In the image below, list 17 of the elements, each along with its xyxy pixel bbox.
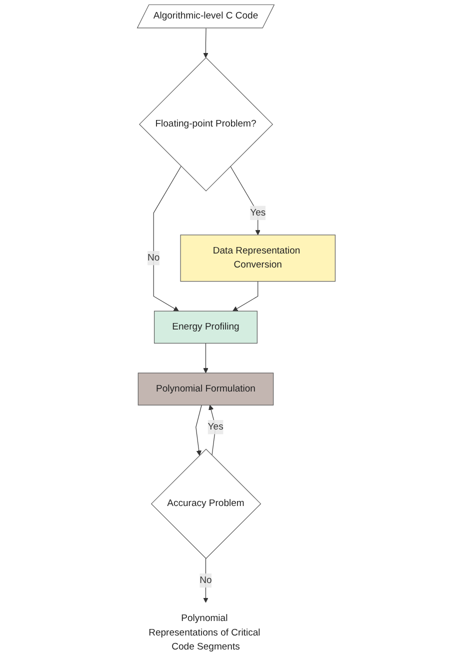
arrow — [154, 166, 182, 312]
node-box: Data Representation Conversion — [180, 234, 336, 282]
arrow — [208, 404, 216, 456]
arrow — [203, 28, 209, 58]
edge-label: Yes — [250, 208, 266, 218]
node-text: Polynomial Representations of Critical Code Segments — [148, 613, 260, 652]
arrow — [196, 404, 202, 456]
edge-label: Yes — [208, 422, 224, 432]
arrow — [203, 342, 209, 374]
arrow — [230, 166, 261, 236]
node-diamond: Accuracy Problem — [151, 448, 262, 559]
node-box: Energy Profiling — [154, 310, 258, 344]
edge-label: No — [148, 252, 160, 263]
arrow — [232, 281, 258, 312]
node-diamond: Floating-point Problem? — [139, 57, 274, 192]
node-box: Polynomial Formulation — [138, 372, 274, 406]
edge-label: No — [200, 575, 212, 586]
